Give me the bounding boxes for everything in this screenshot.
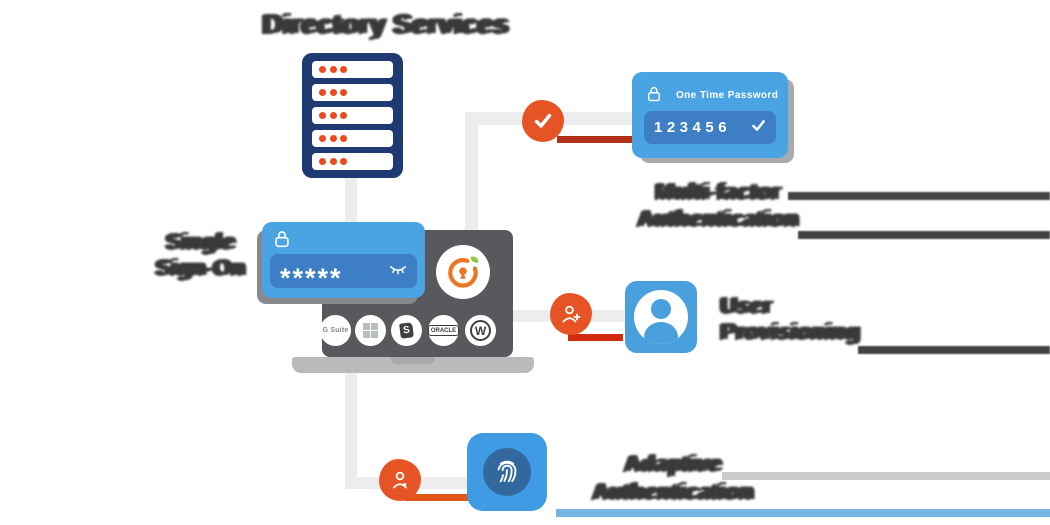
laptop-hinge-notch [391, 357, 435, 364]
connector-laptop-to-fingerprint-vertical [345, 372, 357, 489]
server-slot [312, 130, 393, 147]
otp-input[interactable]: 123456 [644, 111, 776, 144]
app-icon-microsoft[interactable] [355, 315, 386, 346]
user-star-icon [393, 471, 407, 489]
directory-server-icon [302, 53, 403, 178]
accent-line-fingerprint [405, 494, 472, 501]
page-title: Directory Services [262, 8, 508, 39]
app-icon-shopify[interactable]: S [391, 315, 422, 346]
server-slot [312, 84, 393, 101]
otp-card-title: One Time Password [676, 90, 779, 101]
wordpress-w-icon: W [470, 320, 491, 341]
shopify-bag-icon: S [399, 322, 414, 339]
lock-icon [272, 229, 292, 254]
user-verify-badge [379, 459, 421, 501]
fingerprint-icon [483, 448, 531, 496]
user-provisioning-icon [625, 281, 697, 353]
ghost-bar [788, 192, 1050, 200]
accent-line-user [568, 334, 623, 341]
user-avatar-icon [634, 290, 688, 344]
otp-card: One Time Password 123456 [632, 72, 788, 158]
user-provisioning-label: User Provisioning [720, 292, 860, 344]
bottom-accent-bar [556, 509, 1050, 517]
app-icon-gsuite[interactable]: G Suite [320, 315, 351, 346]
password-input[interactable]: ***** [270, 254, 417, 293]
connector-laptop-to-otp-vertical [465, 112, 478, 232]
adaptive-authentication-icon [467, 433, 547, 511]
user-plus-icon [562, 305, 581, 323]
password-card: ***** [262, 222, 425, 298]
masked-password-value: ***** [280, 262, 343, 293]
server-slot [312, 61, 393, 78]
connector-server-to-password [345, 178, 357, 226]
multi-factor-authentication-label: Multi-factor Authentication [637, 178, 798, 231]
ghost-bar-light [722, 472, 1050, 480]
server-slot [312, 153, 393, 170]
app-icon-oracle[interactable]: ORACLE [427, 315, 460, 346]
ghost-bar [798, 231, 1050, 239]
user-add-badge [550, 293, 592, 335]
miniorange-logo-icon [436, 245, 490, 299]
adaptive-authentication-label: Adaptive Authentication [592, 450, 753, 504]
check-icon [534, 113, 552, 128]
microsoft-grid-icon [362, 322, 379, 339]
app-icon-wordpress[interactable]: W [465, 315, 496, 346]
check-icon [751, 119, 766, 137]
single-sign-on-label: Single Sign-On [155, 228, 245, 280]
laptop-base [292, 357, 534, 373]
lock-icon [645, 85, 663, 108]
otp-code-value: 123456 [654, 119, 732, 136]
oracle-label: ORACLE [427, 325, 460, 336]
gsuite-label: G Suite [322, 327, 349, 334]
ghost-bar [858, 346, 1050, 354]
directory-services-label: Directory Services [235, 8, 535, 40]
accent-line-otp [557, 136, 637, 143]
eye-closed-icon[interactable] [389, 262, 407, 280]
server-slot [312, 107, 393, 124]
check-badge [522, 100, 564, 142]
